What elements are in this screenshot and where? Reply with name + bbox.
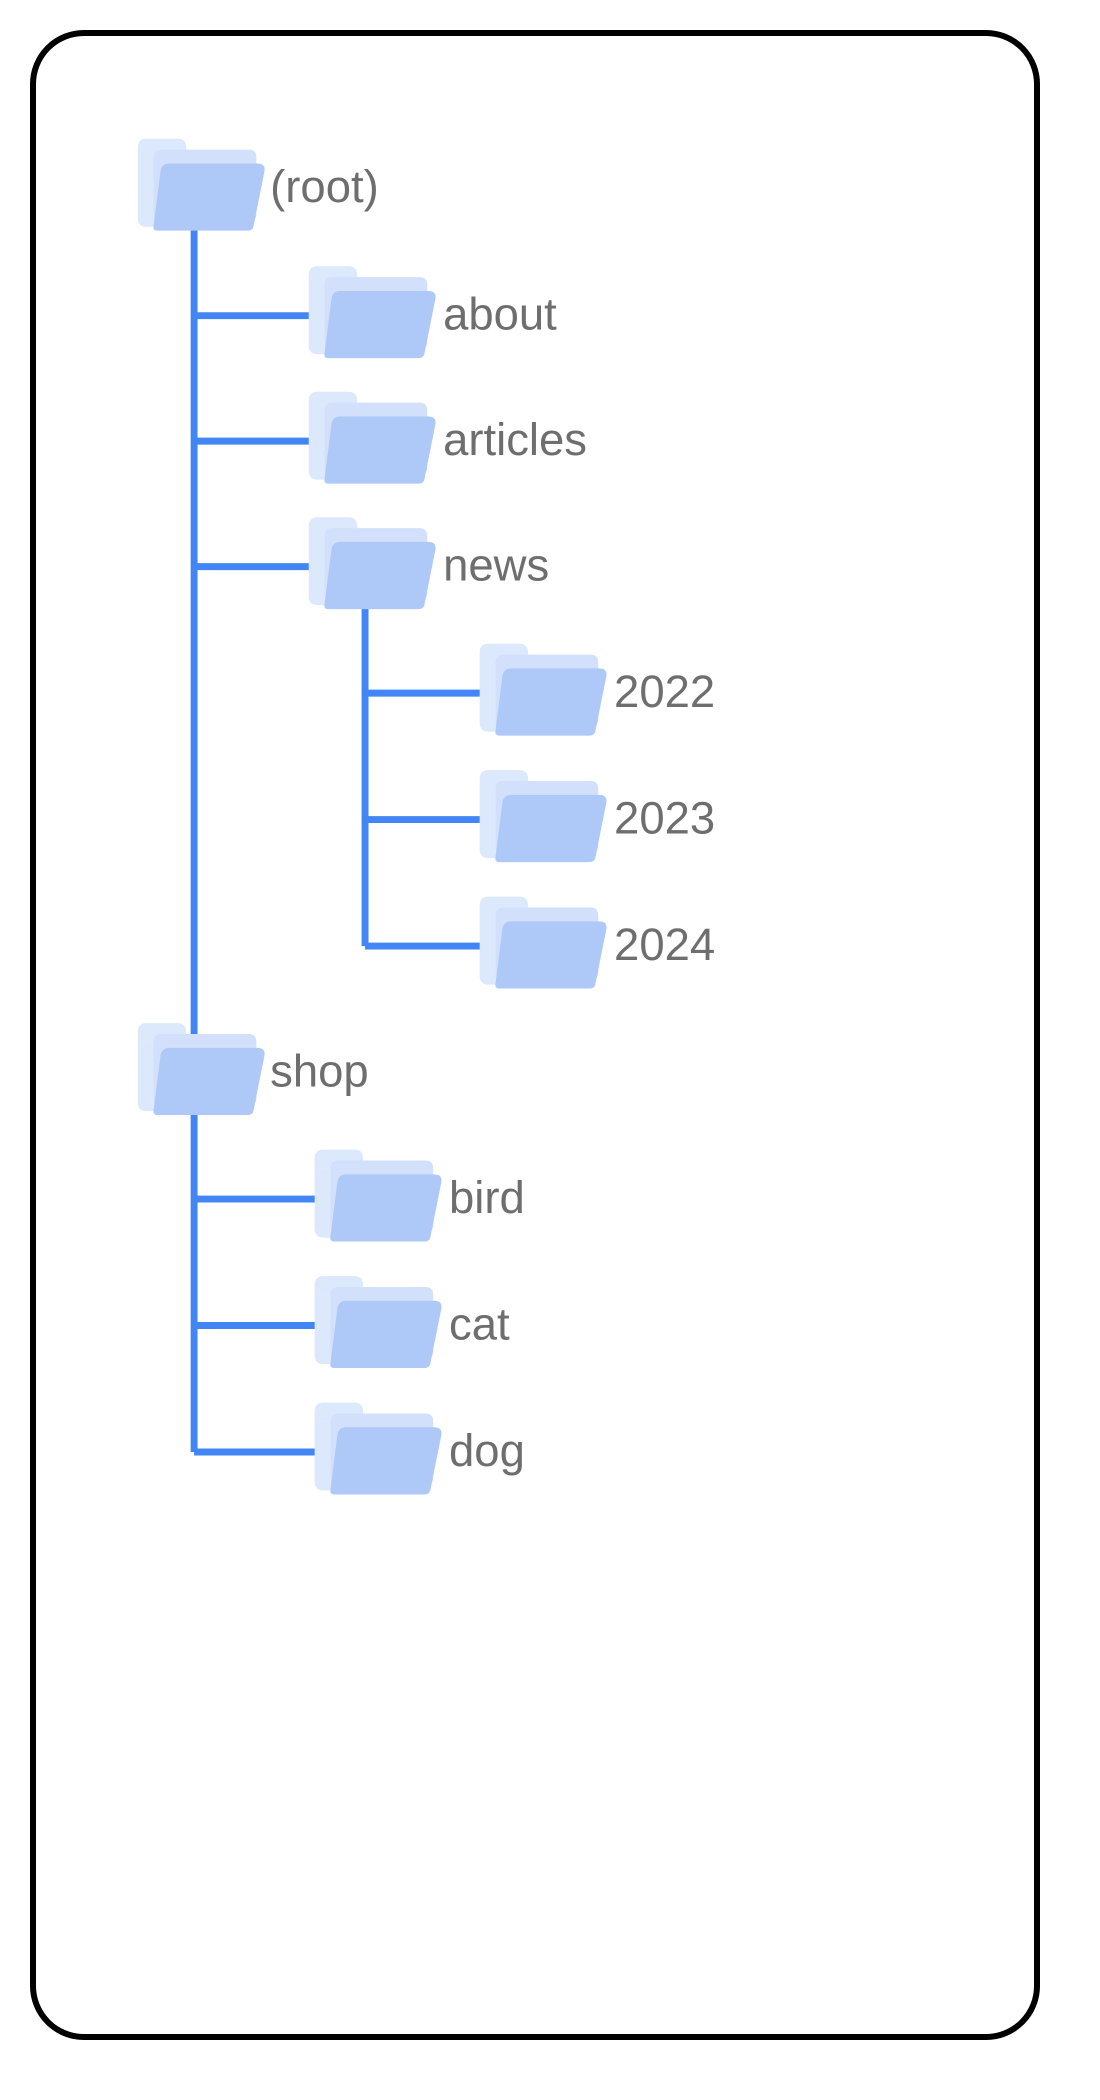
- folder-icon[interactable]: [314, 1149, 442, 1242]
- node-label-bird: bird: [449, 1172, 525, 1223]
- node-label-cat: cat: [449, 1298, 510, 1349]
- folder-icon[interactable]: [314, 1402, 442, 1495]
- connector-lines: [141, 218, 484, 1456]
- node-label-root: (root): [270, 161, 379, 212]
- diagram-card: (root) about articles news 2022 2023 2024 shop b…: [30, 30, 1040, 2040]
- folder-icon[interactable]: [314, 1276, 442, 1368]
- folder-icon[interactable]: [308, 266, 436, 359]
- folder-icon[interactable]: [479, 643, 607, 736]
- node-label-shop: shop: [270, 1046, 369, 1097]
- node-label-news: news: [443, 540, 549, 591]
- node-label-dog: dog: [449, 1425, 525, 1476]
- node-label-about: about: [443, 289, 557, 340]
- folder-icon[interactable]: [308, 391, 436, 484]
- node-label-articles: articles: [443, 414, 587, 465]
- node-labels: (root) about articles news 2022 2023 2024 shop b…: [270, 161, 715, 1476]
- folder-icon[interactable]: [308, 517, 436, 610]
- node-label-2023: 2023: [614, 793, 715, 844]
- node-label-2024: 2024: [614, 919, 715, 970]
- folder-tree-diagram: (root) about articles news 2022 2023 2024 shop b…: [137, 138, 715, 1495]
- folder-icon[interactable]: [137, 1023, 265, 1116]
- folder-icon[interactable]: [479, 896, 607, 989]
- folder-icon[interactable]: [479, 770, 607, 863]
- folder-icon[interactable]: [137, 138, 265, 231]
- node-label-2022: 2022: [614, 666, 715, 717]
